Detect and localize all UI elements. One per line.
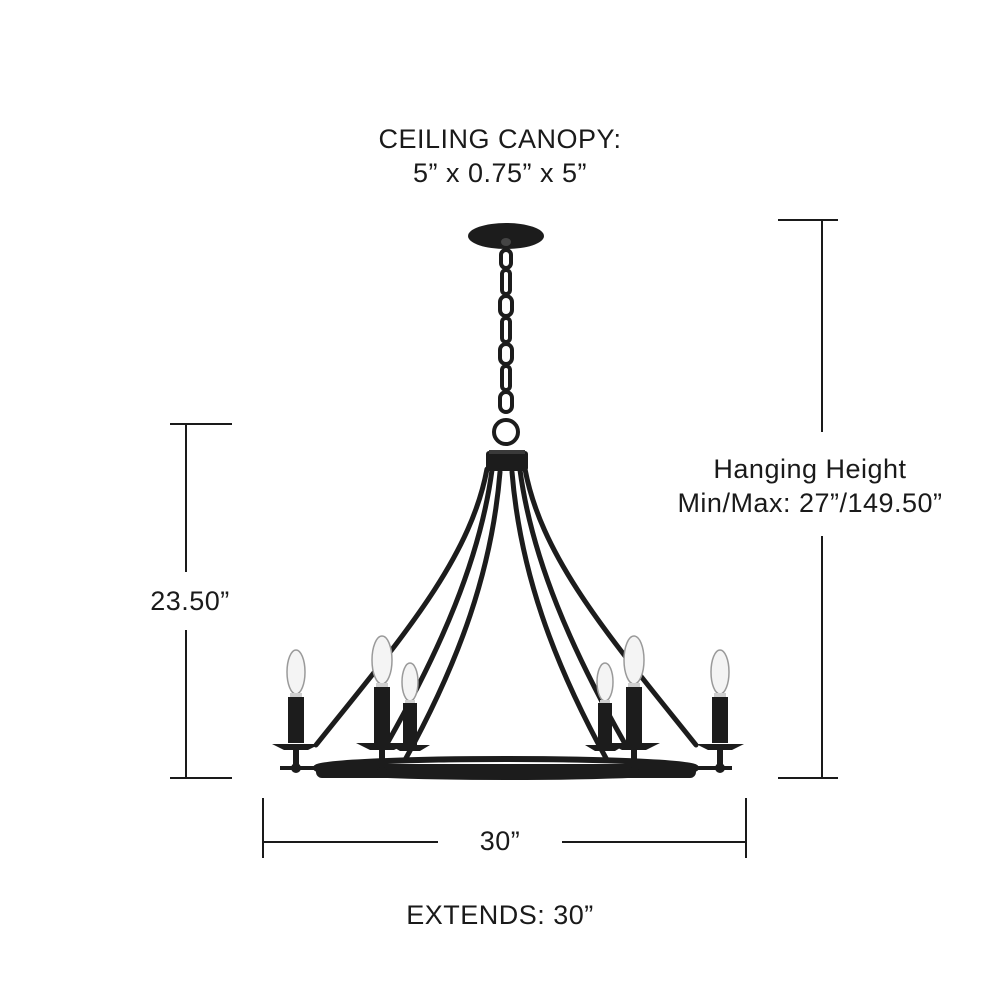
fixture-height-label: 23.50” [150,586,230,616]
candle-unit-4 [585,662,625,751]
candle-unit-5 [608,635,660,777]
candle-unit-2 [356,635,408,777]
ceiling-canopy [468,223,544,249]
fixture-width-dimension [262,798,747,858]
bottom-ring [280,756,732,780]
fixture-width-label: 30” [479,826,521,856]
chain [492,248,520,446]
top-hub [486,450,528,471]
hanging-height-title: Hanging Height [713,454,907,484]
candle-unit-1 [272,649,320,773]
extends-label: EXTENDS: 30” [406,900,594,930]
fixture-height-dimension [170,423,232,779]
canopy-dimension-label: CEILING CANOPY: 5” x 0.75” x 5” [300,122,700,190]
hanging-height-dimension [778,219,838,779]
hanging-height-value: Min/Max: 27”/149.50” [677,488,943,518]
canopy-title: CEILING CANOPY: [378,124,622,154]
candle-unit-6 [696,649,744,773]
candle-unit-3 [390,662,430,751]
canopy-size: 5” x 0.75” x 5” [412,158,588,188]
hanging-height-label: Hanging Height Min/Max: 27”/149.50” [640,452,980,520]
